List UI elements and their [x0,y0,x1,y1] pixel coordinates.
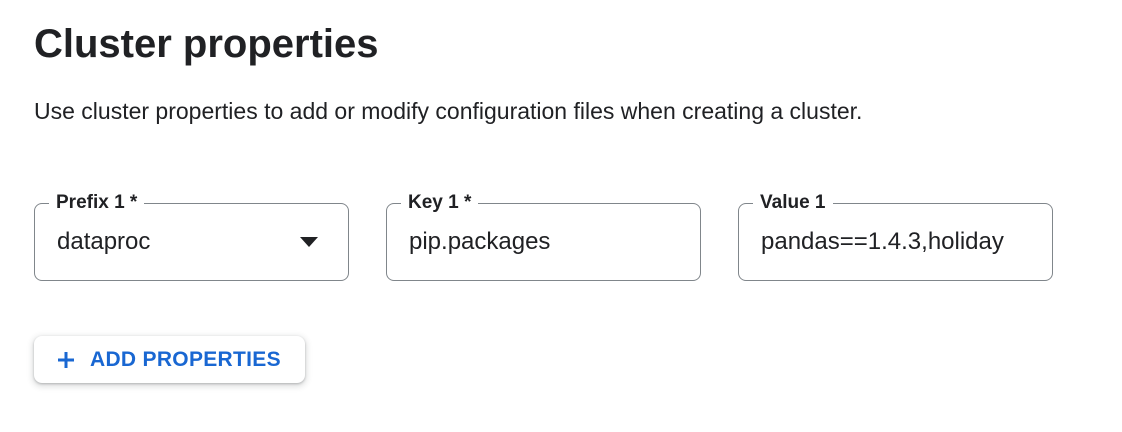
value-field: Value 1 [738,192,1053,281]
section-description: Use cluster properties to add or modify … [34,98,863,124]
key-field: Key 1 * [386,192,701,281]
value-input[interactable] [739,204,1052,280]
add-properties-button[interactable]: ADD PROPERTIES [34,336,305,383]
prefix-select[interactable]: dataproc [35,204,348,280]
add-properties-label: ADD PROPERTIES [90,347,281,371]
plus-icon [58,351,74,368]
page-title: Cluster properties [34,22,379,66]
value-field-label: Value 1 [753,192,833,214]
prefix-field-label: Prefix 1 * [49,192,145,214]
key-field-label: Key 1 * [401,192,479,214]
key-input[interactable] [387,204,700,280]
prefix-selected-value: dataproc [57,228,151,255]
dropdown-arrow-icon [300,237,318,247]
prefix-field[interactable]: Prefix 1 * dataproc [34,192,349,281]
property-fields-row: Prefix 1 * dataproc Key 1 * Value 1 [34,192,1088,281]
